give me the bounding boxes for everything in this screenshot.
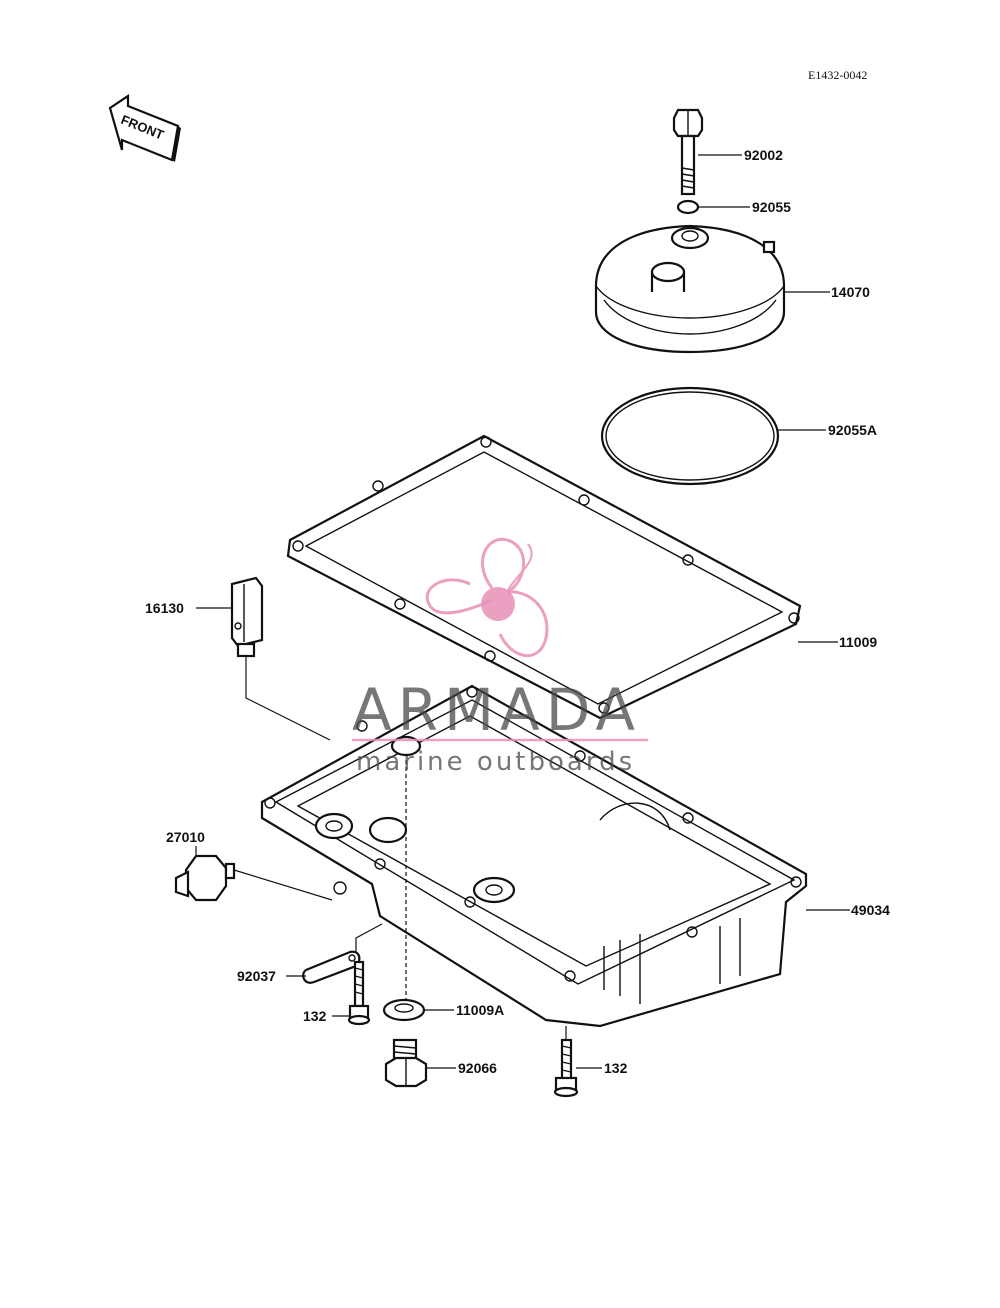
switch-27010 [174, 854, 236, 902]
label-49034: 49034 [851, 902, 890, 918]
bolt-132-left [347, 960, 371, 1026]
front-arrow-icon: FRONT [108, 93, 181, 162]
label-92066: 92066 [458, 1060, 497, 1076]
label-92055: 92055 [752, 199, 791, 215]
o-ring-92055 [676, 199, 700, 215]
label-11009: 11009 [839, 634, 877, 650]
armada-watermark: ARMADA marine outboards [352, 537, 648, 777]
bolt-132-right [553, 1038, 579, 1098]
o-ring-92055a [600, 386, 780, 486]
fitting-16130 [230, 576, 264, 658]
label-11009a: 11009A [456, 1002, 504, 1018]
label-92002: 92002 [744, 147, 783, 163]
gasket-11009 [286, 434, 802, 720]
label-16130: 16130 [145, 600, 184, 616]
label-132-left: 132 [303, 1008, 327, 1024]
drain-plug-92066 [384, 1038, 428, 1088]
washer-11009a [382, 998, 426, 1022]
watermark-title: ARMADA [352, 676, 641, 744]
bolt-92002 [672, 108, 704, 196]
label-92037: 92037 [237, 968, 276, 984]
label-27010: 27010 [166, 829, 205, 845]
propeller-logo-icon [425, 537, 549, 657]
label-14070: 14070 [831, 284, 870, 300]
cover-14070 [594, 224, 786, 354]
clamp-92037 [302, 950, 361, 984]
diagram-code: E1432-0042 [808, 68, 867, 82]
label-132-right: 132 [604, 1060, 628, 1076]
label-92055a: 92055A [828, 422, 877, 438]
oil-pan-49034 [260, 684, 808, 1028]
watermark-subtitle: marine outboards [356, 747, 635, 777]
